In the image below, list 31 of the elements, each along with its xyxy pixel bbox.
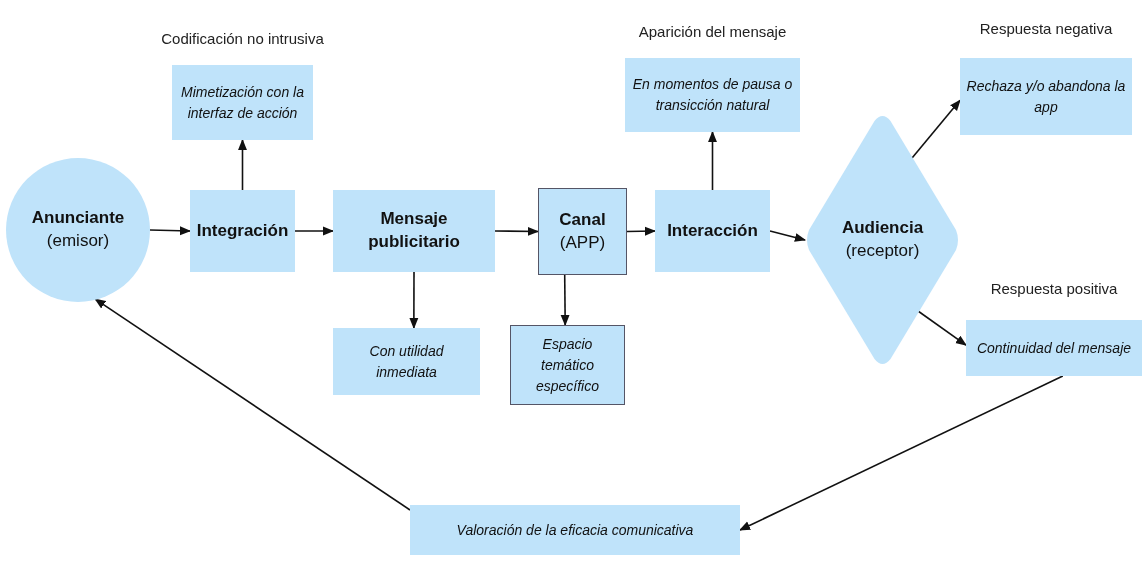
heading-text: Respuesta positiva [989, 280, 1119, 297]
arrow [769, 230, 807, 242]
node-label: Con utilidad inmediata [368, 341, 445, 382]
heading-text: Respuesta negativa [978, 20, 1114, 37]
heading-text: Codificación no intrusiva [160, 30, 325, 47]
node-label: Continuidad del mensaje [975, 338, 1133, 358]
arrow [626, 226, 657, 236]
node-label: Espacio temático específico [534, 334, 600, 396]
heading-text: Aparición del mensaje [637, 23, 788, 40]
node-label: Integración [195, 219, 290, 242]
node-label: Interacción [666, 219, 759, 242]
node-label: Valoración de la eficacia comunicativa [455, 520, 695, 540]
node-label: Canal [558, 208, 607, 231]
arrow [494, 226, 540, 236]
arrow [560, 274, 570, 327]
node-label: Anunciante [30, 207, 126, 230]
arrow [238, 138, 247, 191]
arrow [708, 130, 717, 191]
node-label: Audiencia [840, 217, 925, 240]
arrow [294, 226, 335, 236]
node-label: Rechaza y/o abandona la app [965, 76, 1127, 117]
subtitle-text: (APP) [558, 231, 607, 254]
arrow [149, 226, 192, 236]
node-label: Mensaje publicitario [367, 208, 461, 253]
subtitle-text: (emisor) [45, 230, 111, 252]
arrow [94, 298, 411, 511]
arrow [409, 271, 419, 330]
node-label: Mimetización con la interfaz de acción [180, 82, 305, 123]
subtitle-text: (receptor) [844, 240, 921, 262]
node-label: En momentos de pausa o transicción natural [631, 75, 794, 115]
arrow [739, 375, 1064, 531]
